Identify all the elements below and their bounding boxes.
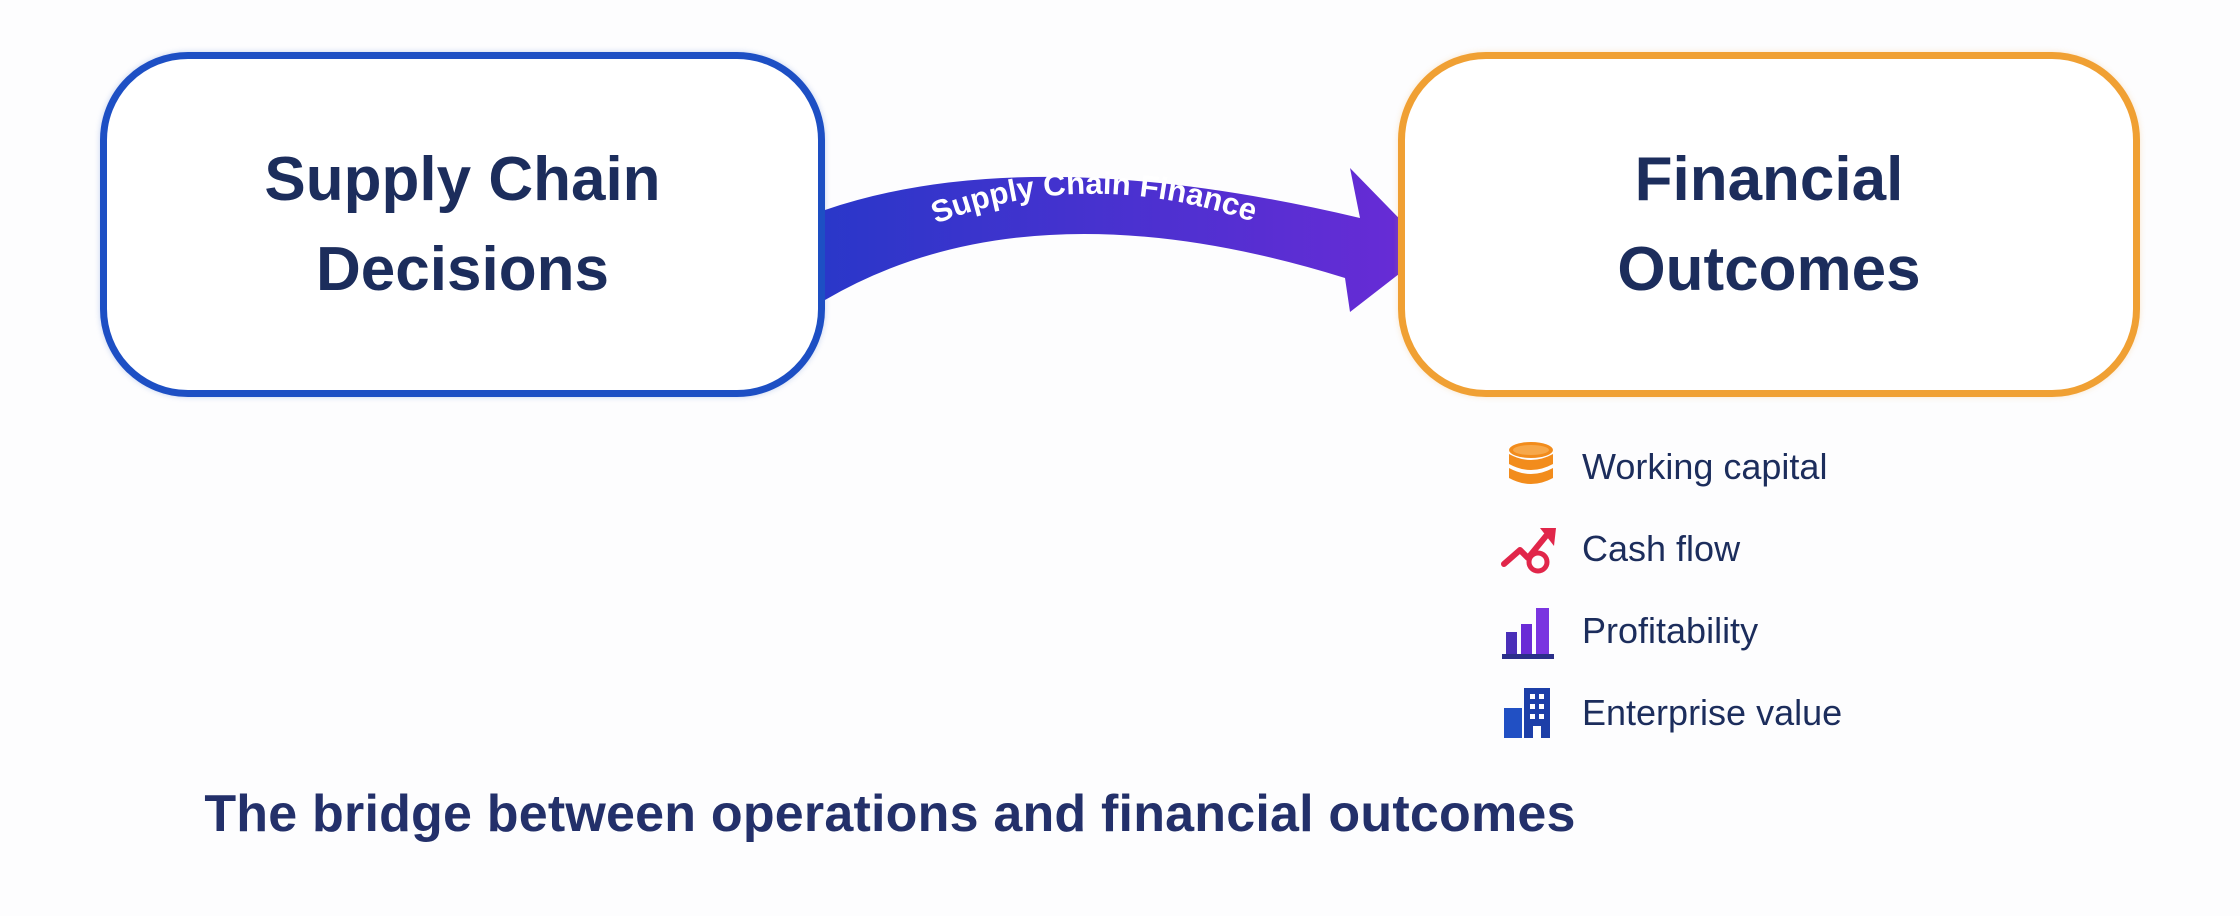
outcome-label: Working capital [1582,446,1828,487]
supply-chain-decisions-box: Supply Chain Decisions [100,52,825,397]
cash-flow-arrow-icon [1500,518,1562,580]
supply-chain-decisions-title: Supply Chain Decisions [264,135,660,315]
diagram-caption: The bridge between operations and financ… [204,785,1576,843]
coin-stack-icon [1500,436,1562,498]
financial-outcomes-box: Financial Outcomes [1398,52,2140,397]
bar-chart-icon [1500,600,1562,662]
outcome-label: Enterprise value [1582,692,1843,733]
left-box-line2: Decisions [316,234,609,304]
building-icon [1500,682,1562,744]
outcome-enterprise-value: Enterprise value [1500,684,1940,742]
right-box-line1: Financial [1634,144,1904,214]
arrow-body [825,168,1430,312]
outcome-label: Cash flow [1582,528,1741,569]
outcome-cash-flow: Cash flow [1500,520,1940,578]
supply-chain-finance-arrow: Supply Chain Finance [825,166,1430,312]
outcome-list: Working capital Cash flow [1500,438,1940,766]
outcome-working-capital: Working capital [1500,438,1940,496]
outcome-label: Profitability [1582,610,1759,651]
left-box-line1: Supply Chain [264,144,661,214]
right-box-line2: Outcomes [1617,234,1921,304]
outcome-profitability: Profitability [1500,602,1940,660]
financial-outcomes-title: Financial Outcomes [1617,135,1920,315]
